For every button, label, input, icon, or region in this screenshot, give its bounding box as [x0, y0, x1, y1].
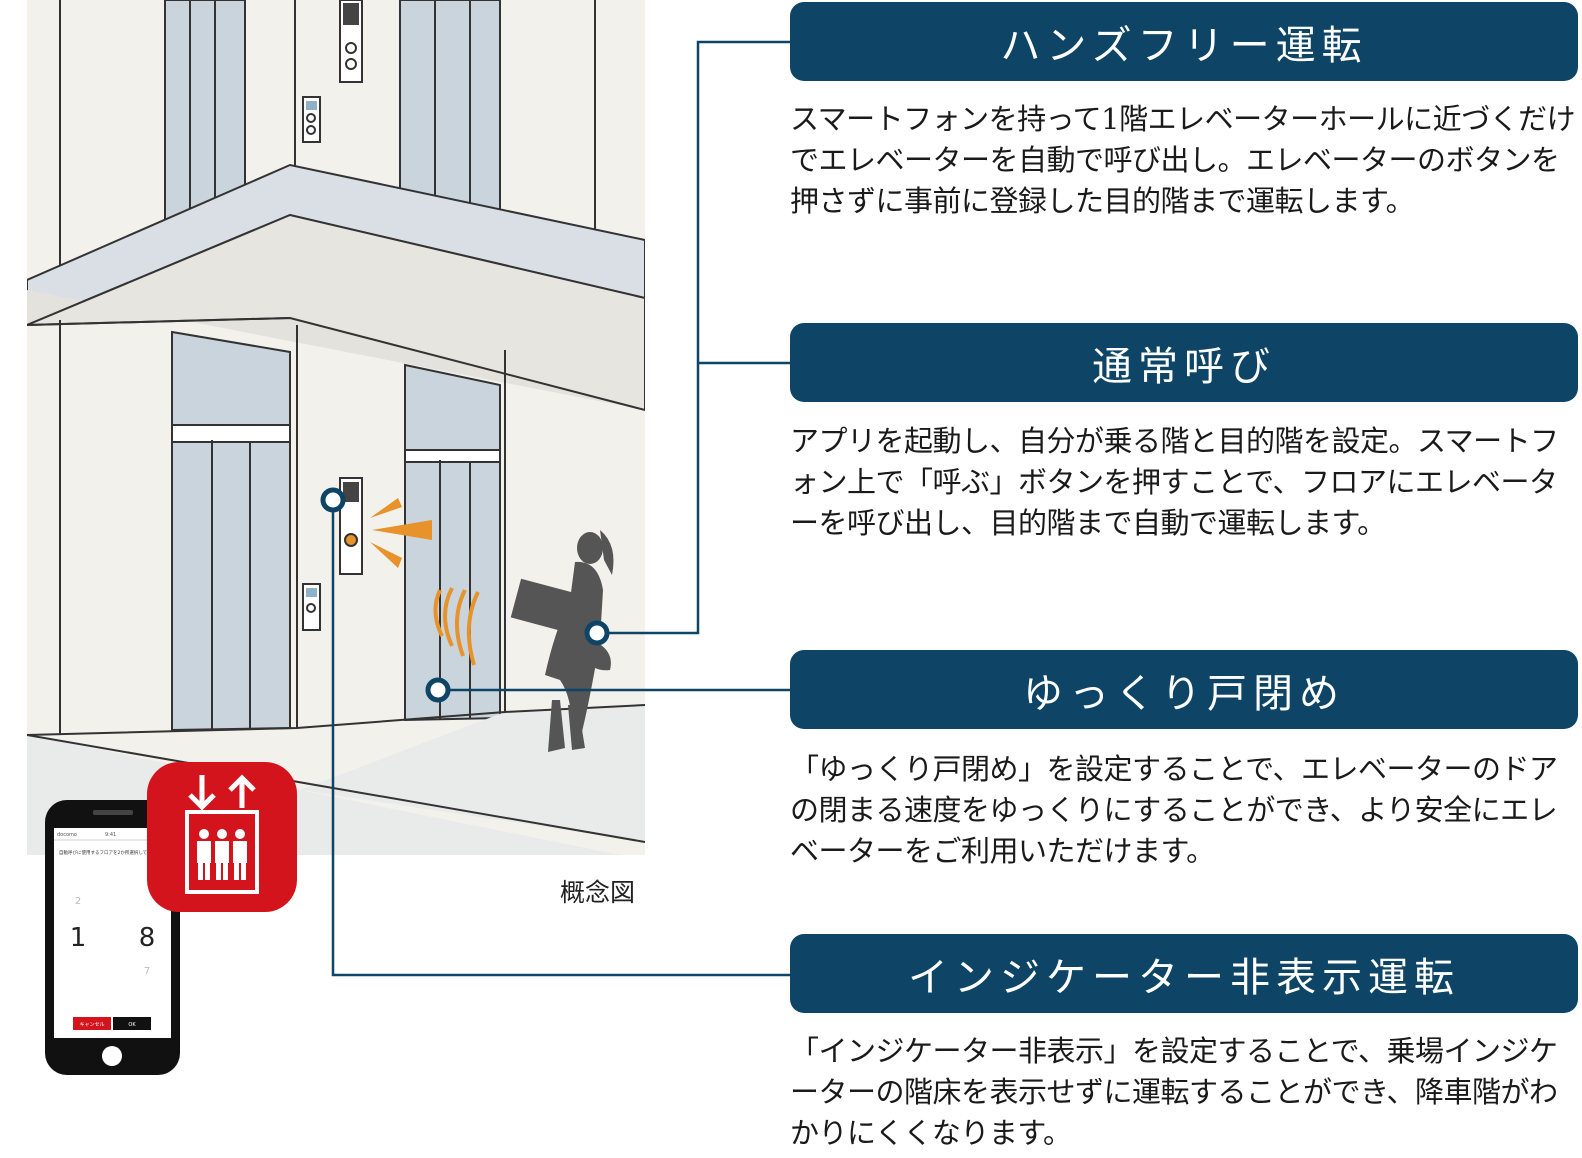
phone-floor-bottom: 7 [144, 966, 150, 977]
phone-cancel-button[interactable] [73, 1017, 111, 1030]
phone-floor-left: 1 [70, 923, 87, 953]
building-scene [27, 0, 645, 860]
callout-lines [331, 40, 790, 977]
elevator-app-icon [147, 762, 297, 912]
phone-ok-button[interactable] [113, 1017, 151, 1030]
feature-title-slow-close: ゆっくり戸閉め [790, 650, 1578, 729]
phone-cancel-label: キャンセル [79, 1022, 104, 1028]
phone-floor-right: 8 [139, 923, 156, 953]
feature-desc-handsfree: スマートフォンを持って1階エレベーターホールに近づくだけでエレベーターを自動で呼… [790, 102, 1576, 218]
home-button-icon [102, 1046, 122, 1066]
feature-title-handsfree: ハンズフリー運転 [790, 2, 1578, 81]
elevator-hall-illustration: docomo 9:41 自動呼びに使用するフロアを2か所選択してください 2 1… [27, 0, 790, 1075]
phone-ok-label: OK [128, 1022, 136, 1028]
feature-desc-slow-close: 「ゆっくり戸閉め」を設定することで、エレベーターのドアの閉まる速度をゆっくりにす… [790, 752, 1558, 868]
phone-instruction: 自動呼びに使用するフロアを2か所選択してください [59, 849, 166, 856]
phone-floor-top: 2 [75, 896, 81, 907]
feature-desc-normal-call: アプリを起動し、自分が乗る階と目的階を設定。スマートフォン上で「呼ぶ」ボタンを押… [790, 424, 1559, 540]
callout-line-indicator [331, 500, 790, 977]
callout-dot-person [584, 620, 610, 646]
people-icon [197, 829, 247, 880]
feature-title-normal-call: 通常呼び [790, 323, 1578, 402]
feature-title-indicator-hidden: インジケーター非表示運転 [790, 934, 1578, 1013]
person-silhouette [510, 530, 614, 752]
feature-desc-indicator-hidden: 「インジケーター非表示」を設定することで、乗場インジケーターの階床を表示せずに運… [790, 1034, 1558, 1150]
phone-status-time: 9:41 [105, 832, 116, 838]
callout-dot-panel [320, 487, 346, 513]
smartphone: docomo 9:41 自動呼びに使用するフロアを2か所選択してください 2 1… [45, 800, 180, 1075]
phone-status-carrier: docomo [57, 832, 77, 838]
callout-line-handsfree [597, 40, 790, 635]
callout-dot-door [425, 677, 451, 703]
concept-caption: 概念図 [560, 878, 636, 907]
